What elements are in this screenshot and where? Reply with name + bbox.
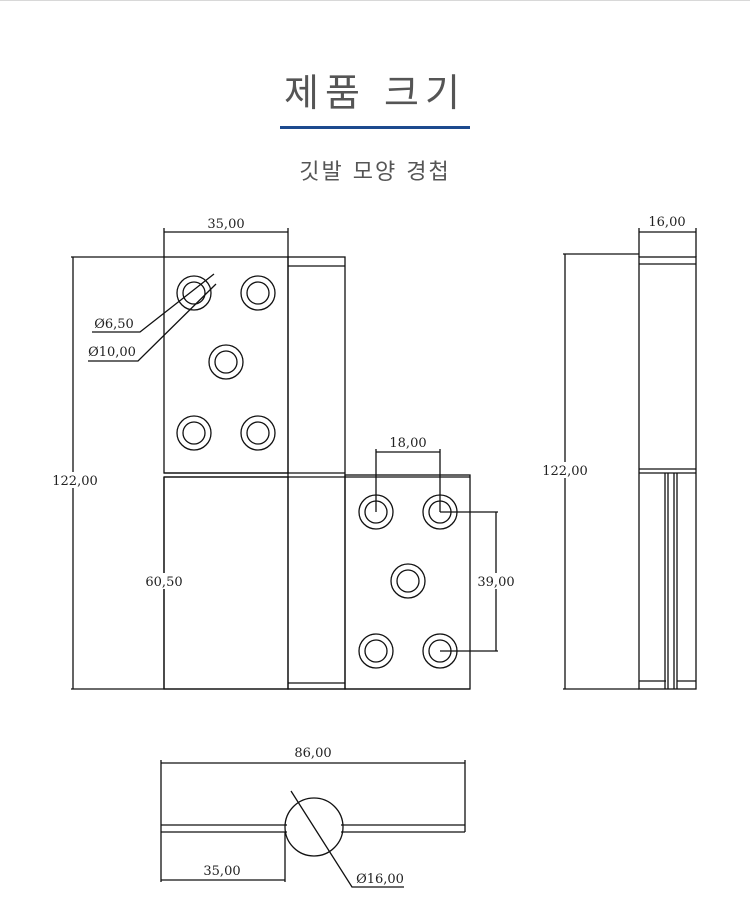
top-divider — [0, 0, 750, 1]
upper-leaf — [163, 256, 289, 474]
dim-hole-outer: Ø10,00 — [88, 345, 136, 360]
dim-thickness: 16,00 — [648, 215, 685, 230]
title-underline — [280, 126, 470, 129]
dim-knuckle-diameter: Ø16,00 — [356, 872, 404, 887]
dim-hole-inner: Ø6,50 — [94, 317, 134, 332]
lower-leaf — [344, 474, 471, 690]
side-view: 16,00 122,00 — [540, 215, 697, 690]
front-view: 35,00 122,00 60,50 18,00 39,00 Ø6,50 Ø10… — [48, 217, 518, 690]
dim-total-height: 122,00 — [52, 474, 98, 489]
lower-holes — [358, 494, 458, 669]
dim-lower-height: 60,50 — [145, 575, 182, 590]
bottom-view: 86,00 35,00 Ø16,00 — [160, 746, 466, 888]
page-subtitle: 깃발 모양 경첩 — [299, 160, 451, 185]
dim-hole-spacing-h: 18,00 — [389, 436, 426, 451]
dim-leaf-width: 35,00 — [207, 217, 244, 232]
dim-side-height: 122,00 — [542, 464, 588, 479]
upper-holes — [176, 275, 276, 451]
dim-hole-spacing-v: 39,00 — [477, 575, 514, 590]
dim-bottom-leaf-width: 35,00 — [203, 864, 240, 879]
dim-total-width: 86,00 — [294, 746, 331, 761]
knuckle-section — [284, 797, 344, 857]
page-title: 제품 크기 — [284, 71, 466, 115]
